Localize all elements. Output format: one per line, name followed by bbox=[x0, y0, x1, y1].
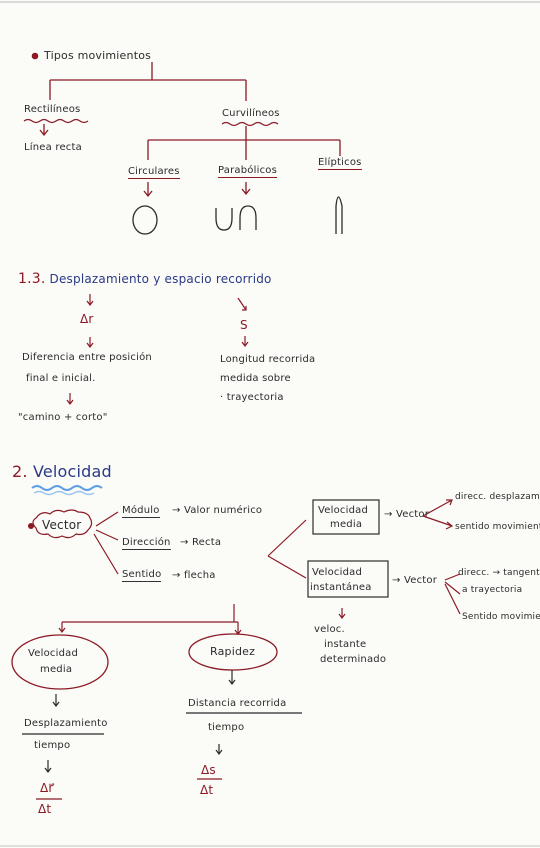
velocidad-media-box bbox=[312, 499, 380, 535]
vm-vector-text: → Vector bbox=[384, 509, 430, 520]
bullet-icon bbox=[31, 52, 39, 60]
vi-vector-text: → Vector bbox=[392, 575, 438, 586]
recta-text: → Recta bbox=[180, 537, 222, 548]
tiempo-denominator-1: tiempo bbox=[34, 740, 71, 751]
parabolicos-label: Parabólicos bbox=[218, 165, 277, 178]
vm-box-line-1: Velocidad bbox=[318, 505, 369, 516]
longitud-line-1: Longitud recorrida bbox=[220, 354, 316, 365]
tiempo-denominator-2: tiempo bbox=[208, 722, 245, 733]
rectilineos-label: Rectilíneos bbox=[24, 104, 81, 115]
tipos-title: Tipos movimientos bbox=[44, 49, 152, 62]
vm-box-line-2: media bbox=[330, 519, 363, 530]
longitud-line-2: medida sobre bbox=[220, 373, 291, 384]
delta-s-fraction-numerator: Δs bbox=[201, 763, 216, 777]
vector-label: Vector bbox=[42, 518, 82, 532]
veloc-line-2: instante bbox=[324, 639, 367, 650]
diferencia-line-1: Diferencia entre posición bbox=[22, 352, 152, 363]
flecha-text: → flecha bbox=[172, 570, 216, 581]
parabola-down-icon bbox=[239, 205, 257, 230]
vector-cloud-outline bbox=[32, 509, 93, 539]
elipticos-label: Elípticos bbox=[318, 157, 362, 170]
circulares-label: Circulares bbox=[128, 166, 180, 179]
rapidez-label: Rapidez bbox=[210, 645, 256, 658]
vm-oval-line-2: media bbox=[40, 664, 73, 675]
direccion-label: Dirección bbox=[122, 537, 171, 550]
vm-oval-line-1: Velocidad bbox=[28, 648, 79, 659]
delta-r-symbol: Δr bbox=[80, 312, 94, 326]
parabola-up-icon bbox=[215, 208, 233, 231]
linea-recta-label: Línea recta bbox=[24, 142, 82, 153]
section-2-title: 2. Velocidad bbox=[12, 462, 112, 481]
vm-sentido-text: sentido movimiento bbox=[455, 522, 540, 532]
longitud-line-3: · trayectoria bbox=[220, 392, 284, 403]
curvilineos-label: Curvilíneos bbox=[222, 108, 280, 119]
vi-trayectoria-text: a trayectoria bbox=[462, 585, 523, 595]
modulo-label: Módulo bbox=[122, 505, 160, 518]
ellipse-trajectory-icon bbox=[335, 196, 343, 234]
sentido-label: Sentido bbox=[122, 569, 162, 582]
valor-numerico-text: → Valor numérico bbox=[172, 505, 263, 516]
desplazamiento-numerator: Desplazamiento bbox=[24, 718, 108, 729]
veloc-line-3: determinado bbox=[320, 654, 387, 665]
delta-t-fraction-denominator-2: Δt bbox=[200, 783, 214, 797]
vi-sentido-text: Sentido movimiento bbox=[462, 612, 540, 622]
rapidez-oval bbox=[188, 633, 278, 671]
veloc-line-1: veloc. bbox=[314, 624, 345, 635]
s-symbol: S bbox=[240, 318, 248, 332]
diferencia-line-2: final e inicial. bbox=[26, 373, 96, 384]
delta-t-fraction-denominator-1: Δt bbox=[38, 802, 52, 816]
distancia-numerator: Distancia recorrida bbox=[188, 698, 287, 709]
velocidad-instantanea-box bbox=[307, 560, 389, 598]
velocidad-media-oval bbox=[11, 634, 109, 690]
circle-trajectory-icon bbox=[132, 205, 158, 235]
camino-corto-text: "camino + corto" bbox=[18, 412, 108, 423]
vi-box-line-1: Velocidad bbox=[312, 567, 363, 578]
vm-direccion-text: direcc. desplazam. bbox=[455, 492, 540, 502]
section-13-title: 1.3. Desplazamiento y espacio recorrido bbox=[18, 271, 272, 287]
vi-direccion-text: direcc. → tangente bbox=[458, 568, 540, 578]
delta-r-fraction-numerator: Δr⃗ bbox=[40, 781, 54, 795]
vi-box-line-2: instantánea bbox=[310, 582, 372, 593]
